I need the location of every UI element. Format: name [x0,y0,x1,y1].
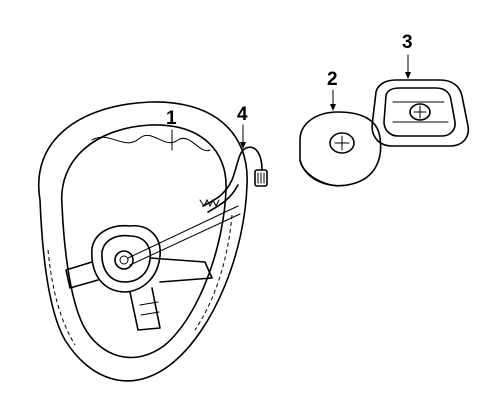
callout-2: 2 [327,69,338,90]
callout-3: 3 [402,32,413,53]
horn-pad [299,89,382,187]
steering-wheel [37,101,248,382]
callout-4: 4 [237,104,248,125]
callout-1: 1 [166,108,177,129]
horn-pad-alternate [371,54,470,147]
cable-connector [199,124,268,213]
